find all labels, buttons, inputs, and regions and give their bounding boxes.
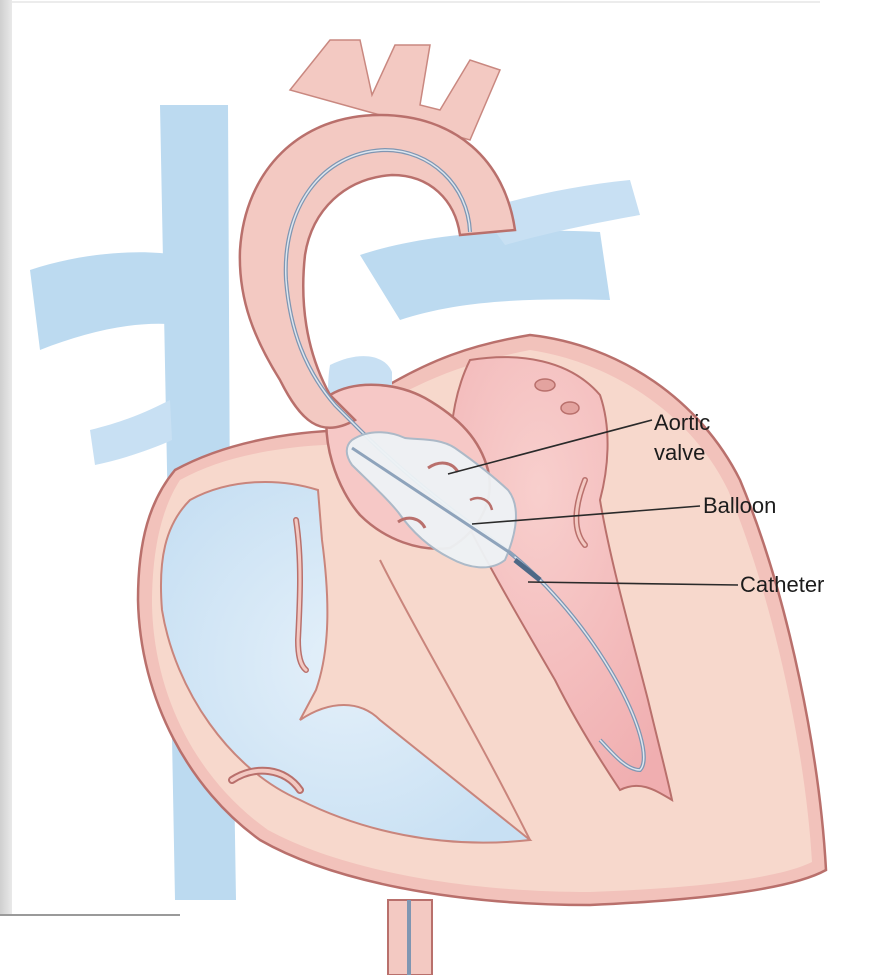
pulmonary-artery [360,231,610,320]
label-aortic-line2: valve [654,440,705,465]
pulmonary-vein-opening-1 [535,379,555,391]
left-frame-bar [0,0,12,915]
label-catheter: Catheter [740,572,824,597]
left-lower-vessel [90,400,172,465]
pulmonary-vein-opening-2 [561,402,579,414]
label-aortic-line1: Aortic [654,410,710,435]
label-balloon: Balloon [703,493,776,518]
left-pulmonary-vessel [30,252,180,350]
